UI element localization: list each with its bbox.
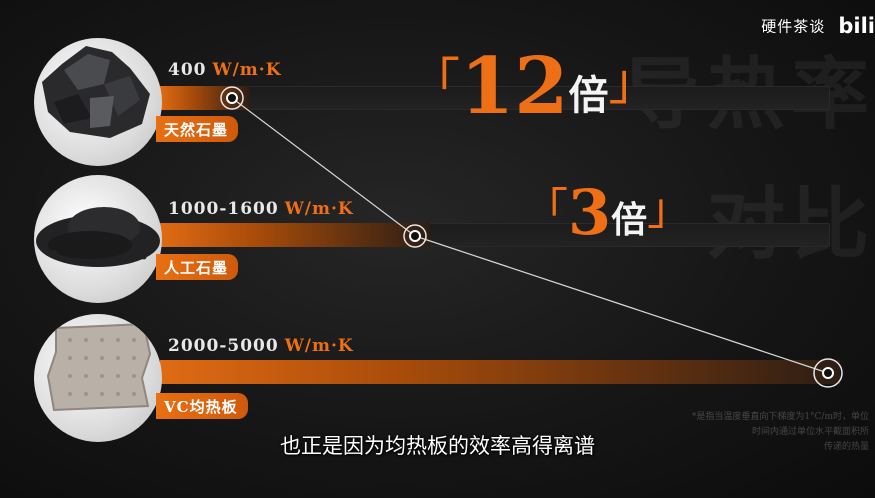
definition-footnote: *是指当温度垂直向下梯度为1°C/m时，单位 时间内通过单位水平截面积所 传递的… [639,410,869,455]
footnote-line-2: 时间内通过单位水平截面积所 [751,427,869,437]
label-vapor-chamber: VC均热板 [156,393,248,419]
bracket-open: 「 [524,184,568,235]
ratio-callout-3x: 「3倍」 [524,175,691,255]
connector-line-1 [231,97,416,237]
bilibili-logo-icon: bili [838,14,875,38]
bar-fill-synthetic-graphite [160,223,430,247]
synthetic-graphite-image [34,175,162,303]
ratio-callout-12x: 「12倍」 [410,40,659,138]
vapor-chamber-image [34,314,162,442]
ratio-suffix: 倍 [611,199,648,241]
label-natural-graphite: 天然石墨 [156,116,239,142]
bar-fill-vapor-chamber [160,360,840,384]
ratio-number: 12 [460,41,569,132]
node-marker-vapor-chamber [813,358,843,388]
synthetic-graphite-powder-icon [36,207,160,267]
bracket-close: 」 [608,53,659,111]
bracket-close: 」 [647,184,692,235]
node-marker-synthetic-graphite [403,224,427,248]
vapor-chamber-plate-icon [46,322,152,412]
footnote-line-3: 传递的热量 [823,442,869,452]
node-marker-natural-graphite [220,86,244,110]
value-number: 400 [168,60,207,80]
natural-graphite-image [34,38,162,166]
video-subtitle: 也正是因为均热板的效率高得离谱 [280,434,595,458]
value-number: 1000-1600 [168,199,279,219]
footnote-line-1: *是指当温度垂直向下梯度为1°C/m时，单位 [691,412,869,422]
ratio-suffix: 倍 [568,72,609,119]
label-synthetic-graphite: 人工石墨 [156,254,239,280]
value-unit: W/m·K [284,336,354,356]
bracket-open: 「 [410,53,460,111]
natural-graphite-rock-icon [42,46,150,138]
channel-name: 硬件茶谈 [761,17,826,36]
value-unit: W/m·K [212,60,282,80]
ratio-number: 3 [568,176,612,249]
value-number: 2000-5000 [168,336,279,356]
bar-track-natural-graphite [160,86,830,110]
channel-brand: 硬件茶谈 bili [761,14,875,38]
connector-line-2 [414,235,829,374]
value-unit: W/m·K [284,199,354,219]
